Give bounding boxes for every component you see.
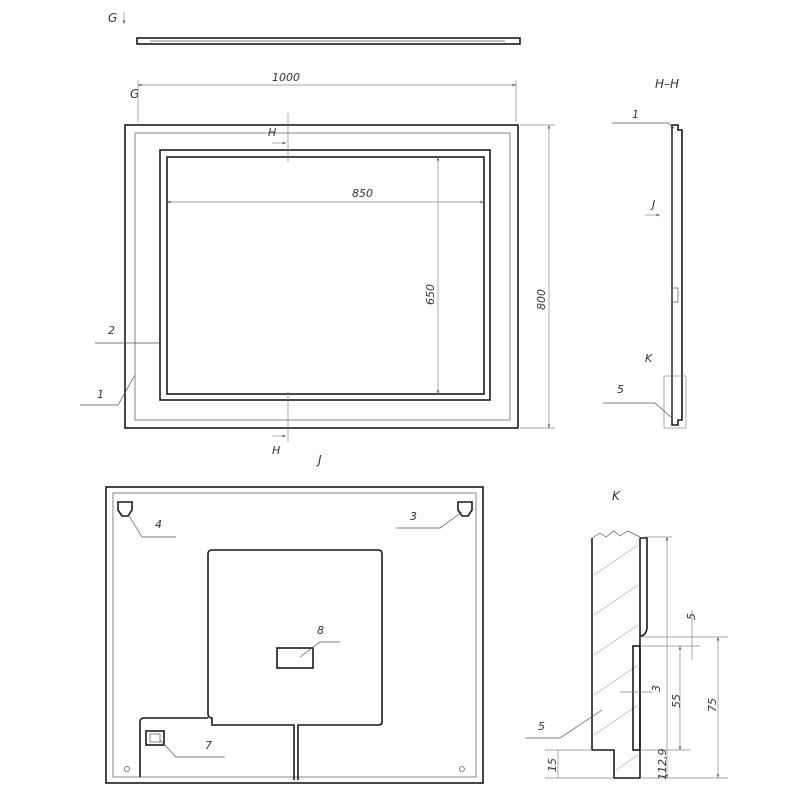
dim-offset: 112,9 [656, 749, 669, 781]
mirror-height-text: 650 [424, 284, 437, 305]
top-view-label: G [108, 11, 117, 25]
width-dim-text: 1000 [272, 71, 300, 84]
section-label: H–H [655, 77, 679, 91]
back-cover-panel [139, 549, 383, 780]
back-view: J 4 3 8 7 [105, 453, 484, 784]
detail-view: K 5 3 55 75 112,9 15 5 [525, 489, 728, 780]
detail-label: K [612, 489, 621, 503]
section-profile [671, 124, 683, 426]
frame-outline [124, 124, 519, 429]
hanger-left-icon [117, 501, 133, 517]
dim-bottom: 15 [546, 758, 559, 772]
callout-8: 8 [317, 624, 324, 637]
switch-box [145, 730, 165, 746]
back-view-label: J [316, 453, 322, 467]
callout-7: 7 [205, 739, 212, 752]
back-outline [105, 486, 484, 784]
callout-4: 4 [155, 518, 162, 531]
dim-thickness: 3 [650, 685, 663, 692]
section-mark-top: H [268, 126, 276, 139]
callout-1: 1 [97, 388, 104, 401]
view-mark-j: J [650, 198, 655, 211]
front-view: G 1000 850 650 800 H H 2 1 [80, 71, 555, 457]
detail-plate [632, 645, 641, 751]
hanger-right-icon [457, 501, 473, 517]
front-view-label: G [130, 87, 139, 101]
dim-total: 75 [706, 698, 719, 712]
mirror-frame [159, 149, 491, 401]
dim-plate: 55 [670, 694, 683, 708]
mirror-width-text: 850 [352, 187, 373, 200]
section-mark-bottom: H [272, 444, 280, 457]
label-plate [276, 647, 314, 669]
height-dim-text: 800 [535, 289, 548, 310]
dim-gap: 5 [685, 613, 698, 620]
callout-3: 3 [410, 510, 417, 523]
detail-mark-k: K [645, 352, 653, 365]
detail-callout-5: 5 [538, 720, 545, 733]
callout-2: 2 [108, 324, 115, 337]
section-view: H–H 1 J K 5 [603, 77, 687, 429]
top-view: G [108, 11, 521, 45]
section-callout-1: 1 [632, 108, 639, 121]
section-callout-5: 5 [617, 383, 624, 396]
top-view-outline [136, 37, 521, 45]
